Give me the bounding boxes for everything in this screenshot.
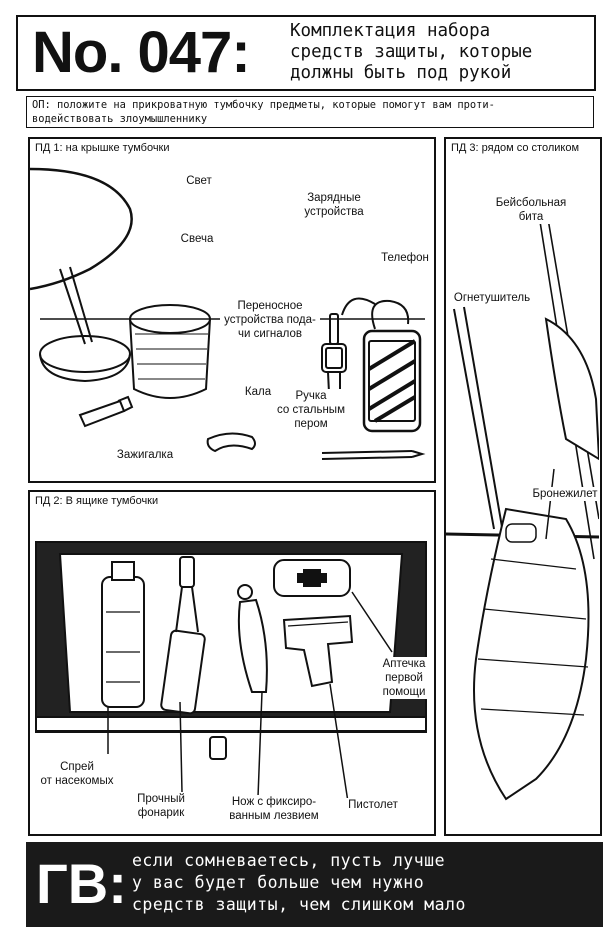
label-fixed-knife: Нож с фиксиро- ванным лезвием: [224, 795, 324, 823]
label-pistol: Пистолет: [343, 798, 403, 812]
panel-next-to-table: ПД 3: рядом со столиком Бейсбольная бита…: [444, 137, 602, 836]
label-first-aid: Аптечка первой помощи: [374, 657, 434, 699]
label-fire-extinguisher: Огнетушитель: [446, 291, 538, 305]
label-insect-spray: Спрей от насекомых: [32, 760, 122, 788]
tip-footer: ГВ: если сомневаетесь, пусть лучше у вас…: [26, 842, 603, 927]
label-lamp: Свет: [176, 174, 222, 188]
title-line: должны быть под рукой: [290, 63, 512, 83]
tip-label: ГВ:: [36, 852, 127, 915]
panel-nightstand-top: ПД 1: на крышке тумбочки Свет Свеча Заря…: [28, 137, 436, 483]
objective-line: водействовать злоумышленнику: [32, 113, 208, 125]
title-line: средств защиты, которые: [290, 42, 533, 62]
tip-line: средств защиты, чем слишком мало: [132, 895, 466, 914]
objective-text: ОП: положите на прикроватную тумбочку пр…: [32, 98, 588, 126]
tip-text: если сомневаетесь, пусть лучше у вас буд…: [132, 850, 597, 916]
page-title: Комплектация набора средств защиты, кото…: [290, 21, 595, 84]
label-mouthguard: Кала: [241, 385, 275, 399]
near-table-illustration: [446, 206, 599, 801]
panel-nightstand-drawer: ПД 2: В ящике тумбочки Аптечка первой по…: [28, 490, 436, 836]
objective-box: ОП: положите на прикроватную тумбочку пр…: [26, 96, 594, 128]
label-lighter: Зажигалка: [110, 448, 180, 462]
panel-title: ПД 2: В ящике тумбочки: [35, 495, 159, 507]
panel-title: ПД 1: на крышке тумбочки: [35, 142, 170, 154]
tip-line: если сомневаетесь, пусть лучше: [132, 851, 446, 870]
drawer-illustration: [35, 541, 427, 803]
header-box: No. 047: Комплектация набора средств защ…: [16, 15, 596, 91]
label-candle: Свеча: [172, 232, 222, 246]
label-chargers: Зарядные устройства: [292, 191, 376, 219]
label-baseball-bat: Бейсбольная бита: [486, 196, 576, 224]
page-number: No. 047:: [32, 20, 251, 85]
title-line: Комплектация набора: [290, 21, 491, 41]
objective-line: ОП: положите на прикроватную тумбочку пр…: [32, 99, 495, 111]
label-pen: Ручка со стальным пером: [276, 389, 346, 431]
panel-title: ПД 3: рядом со столиком: [451, 142, 580, 154]
label-signal-device: Переносное устройства пода- чи сигналов: [220, 299, 320, 341]
label-flashlight: Прочный фонарик: [130, 792, 192, 820]
tip-line: у вас будет больше чем нужно: [132, 873, 425, 892]
label-phone: Телефон: [377, 251, 433, 265]
label-body-armor: Бронежилет: [530, 487, 600, 501]
